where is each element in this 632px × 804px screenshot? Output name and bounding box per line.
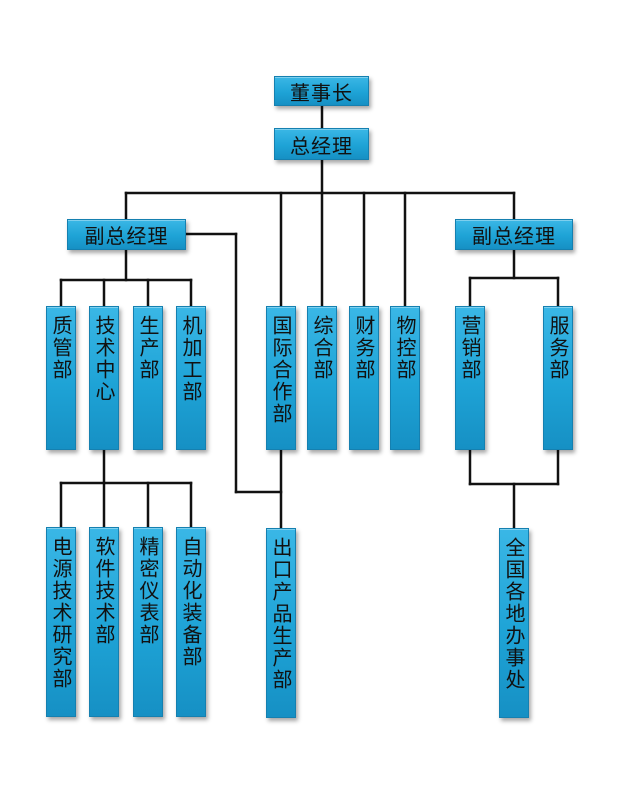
general-manager-box: 总经理	[274, 128, 369, 160]
unit-power-tech-label: 电源技术研究部	[49, 536, 73, 690]
unit-precision-instruments-label: 精密仪表部	[136, 536, 160, 646]
unit-software-tech-label: 软件技术部	[92, 536, 116, 646]
vice-general-manager-left-label: 副总经理	[84, 224, 169, 248]
dept-machining-label: 机加工部	[179, 315, 203, 403]
dept-tech-center-box: 技术中心	[89, 306, 119, 450]
chairman-box: 董事长	[274, 76, 369, 106]
vice-general-manager-right-box: 副总经理	[455, 219, 573, 250]
dept-quality-label: 质管部	[49, 315, 73, 381]
dept-marketing-label: 营销部	[458, 315, 482, 381]
dept-quality-box: 质管部	[46, 306, 76, 450]
dept-service-box: 服务部	[543, 306, 573, 450]
dept-production-label: 生产部	[136, 315, 160, 381]
chairman-label: 董事长	[290, 80, 353, 105]
dept-production-box: 生产部	[133, 306, 163, 450]
unit-regional-offices-box: 全国各地办事处	[499, 528, 529, 718]
dept-tech-center-label: 技术中心	[92, 315, 116, 403]
dept-general-affairs-label: 综合部	[310, 315, 334, 381]
unit-automation-equipment-label: 自动化装备部	[179, 536, 203, 668]
dept-materials-control-label: 物控部	[393, 315, 417, 381]
dept-finance-label: 财务部	[352, 315, 376, 381]
dept-marketing-box: 营销部	[455, 306, 485, 450]
dept-machining-box: 机加工部	[176, 306, 206, 450]
dept-service-label: 服务部	[546, 315, 570, 381]
dept-general-affairs-box: 综合部	[307, 306, 337, 450]
dept-materials-control-box: 物控部	[390, 306, 420, 450]
unit-export-production-label: 出口产品生产部	[269, 537, 293, 691]
vice-general-manager-left-box: 副总经理	[67, 219, 186, 250]
dept-international-label: 国际合作部	[269, 315, 293, 425]
unit-automation-equipment-box: 自动化装备部	[176, 527, 206, 717]
unit-export-production-box: 出口产品生产部	[266, 528, 296, 718]
general-manager-label: 总经理	[290, 133, 353, 158]
unit-precision-instruments-box: 精密仪表部	[133, 527, 163, 717]
dept-international-box: 国际合作部	[266, 306, 296, 450]
unit-regional-offices-label: 全国各地办事处	[502, 537, 526, 691]
unit-software-tech-box: 软件技术部	[89, 527, 119, 717]
dept-finance-box: 财务部	[349, 306, 379, 450]
unit-power-tech-box: 电源技术研究部	[46, 527, 76, 717]
vice-general-manager-right-label: 副总经理	[472, 224, 556, 248]
